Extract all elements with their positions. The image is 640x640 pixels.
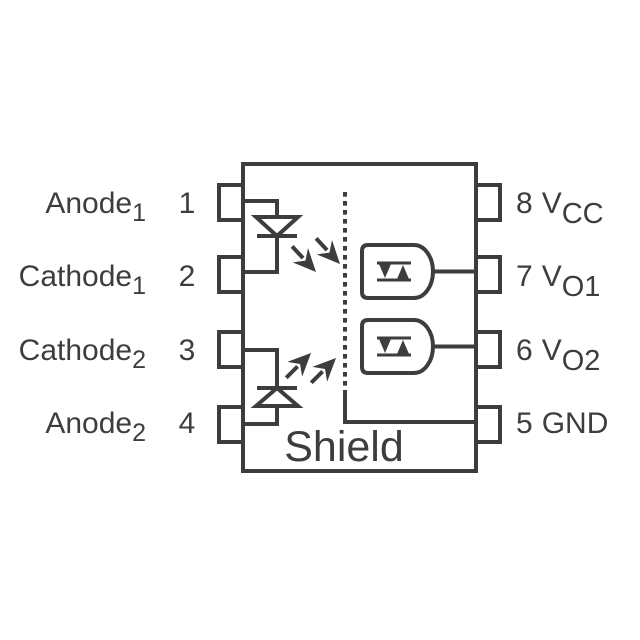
pin-5-lead [474,405,502,444]
pin-name-subscript: 1 [132,272,146,300]
pin-name-text: V [542,187,562,220]
pin-number-text: 7 [516,260,533,293]
pin-8-lead [474,183,502,222]
pin-1-lead [217,183,245,222]
anode2-wire [243,406,279,426]
pin-number-text: 5 [516,407,533,440]
pin-name-subscript: 2 [132,346,146,374]
light-arrow-icon [284,353,311,380]
pin-name-subscript: 1 [132,199,146,227]
hysteresis-icon [377,336,411,357]
pin-7-lead [474,255,502,294]
cathode2-wire [243,348,279,388]
led1-diode-icon [250,215,304,239]
pin-1-label: Anode1 [45,187,146,227]
pin-name-text: Cathode [19,334,132,367]
pin-4-lead [217,405,245,444]
cathode1-wire [243,236,279,274]
hysteresis-down-triangle [379,339,391,353]
hysteresis-up-triangle [397,340,409,354]
hysteresis-up-triangle [397,265,409,279]
hysteresis-icon [377,261,411,282]
light-arrow-tail [284,365,299,380]
pin-2-number: 2 [179,260,196,293]
light-arrow-tail [290,245,305,260]
pin-name-text: V [542,260,562,293]
light-arrow-head [287,353,311,377]
light-arrow-head [312,358,336,382]
anode1-wire [243,199,279,217]
light-arrow-icon [309,358,336,385]
pin-name-subscript: CC [562,198,604,230]
shield-to-gnd-wire [343,390,476,424]
led-channel-1 [243,199,304,274]
detector-gate-1 [360,243,476,300]
detector-gate-2 [360,318,476,375]
pin-4-label: Anode2 [45,407,146,447]
light-arrow-icon [290,245,316,272]
pin-3-label: Cathode2 [19,334,146,374]
gate1-outline [360,243,435,300]
light-arrow-head [316,240,340,264]
pin-number-text: 8 [516,187,533,220]
pin-3-lead [217,330,245,369]
light-emission-arrows-channel-2 [284,353,336,385]
led-channel-2 [243,348,304,426]
pin-name-text: V [542,334,562,367]
pin-2-label: Cathode1 [19,260,146,300]
pin-name-subscript: O2 [562,345,601,377]
pin-number-text: 6 [516,334,533,367]
pin-name-text: Anode [45,407,132,440]
pin-5-label: 5 GND [516,407,608,440]
pin-1-number: 1 [179,187,196,220]
pin-6-lead [474,330,502,369]
hysteresis-down-triangle [379,264,391,278]
light-emission-arrows-channel-1 [290,237,340,272]
pin-2-lead [217,255,245,294]
pin-name-subscript: O1 [562,271,601,303]
shield-label: Shield [284,423,404,471]
pin-name-text: GND [542,407,609,440]
left-pin-labels: Anode1 1 Cathode1 2 Cathode2 3 Anode2 4 [19,187,196,447]
pin-name-text: Cathode [19,260,132,293]
pin-name-subscript: 2 [132,419,146,447]
light-arrow-tail [309,370,324,385]
light-arrow-icon [314,237,340,264]
light-arrow-head [292,248,316,272]
pin-4-number: 4 [179,407,196,440]
light-arrow-tail [314,237,329,252]
gate2-outline [360,318,435,375]
pin-3-number: 3 [179,334,196,367]
pin-name-text: Anode [45,187,132,220]
